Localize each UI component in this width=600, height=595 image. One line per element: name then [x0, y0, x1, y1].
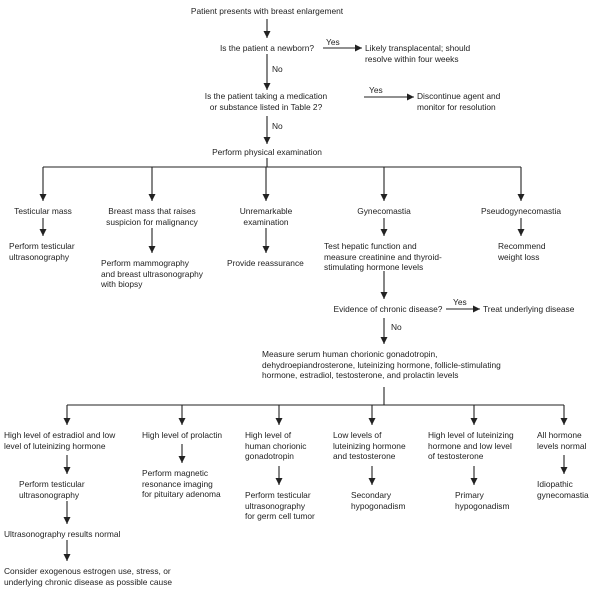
- next-mri-pituitary: Perform magnetic resonance imaging for p…: [142, 468, 221, 500]
- finding-gynecomastia: Gynecomastia: [357, 206, 411, 216]
- result-high-estradiol: High level of estradiol and low level of…: [4, 430, 116, 451]
- result-high-hcg: High level of human chorionic gonadotrop…: [245, 430, 307, 462]
- finding-pseudogynecomastia: Pseudogynecomastia: [480, 206, 562, 216]
- measure-serum-node: Measure serum human chorionic gonadotrop…: [262, 349, 501, 381]
- chronic-yes-label: Yes: [453, 297, 467, 307]
- chronic-disease-question: Evidence of chronic disease?: [333, 304, 443, 314]
- action-testicular-ultrasonography: Perform testicular ultrasonography: [9, 241, 75, 262]
- newborn-no-label: No: [272, 64, 283, 74]
- treat-underlying-node: Treat underlying disease: [483, 304, 575, 314]
- discontinue-node: Discontinue agent and monitor for resolu…: [417, 91, 501, 112]
- finding-unremarkable: Unremarkable examination: [239, 206, 293, 227]
- transplacental-node: Likely transplacental; should resolve wi…: [365, 43, 471, 64]
- action-hepatic-tests: Test hepatic function and measure creati…: [324, 241, 442, 273]
- action-weight-loss: Recommend weight loss: [498, 241, 546, 262]
- chronic-no-label: No: [391, 322, 402, 332]
- next-secondary-hypogonadism: Secondary hypogonadism: [351, 490, 406, 511]
- finding-testicular-mass: Testicular mass: [14, 206, 72, 216]
- result-high-prolactin: High level of prolactin: [142, 430, 223, 440]
- start-node: Patient presents with breast enlargement: [190, 6, 344, 16]
- consider-causes-node: Consider exogenous estrogen use, stress,…: [4, 566, 173, 587]
- result-low-lh-testosterone: Low levels of luteinizing hormone and te…: [333, 430, 406, 462]
- ultrasonography-normal-node: Ultrasonography results normal: [4, 529, 121, 539]
- next-testicular-ultrasonography: Perform testicular ultrasonography: [19, 479, 85, 500]
- result-all-normal: All hormone levels normal: [537, 430, 587, 451]
- newborn-yes-label: Yes: [326, 37, 340, 47]
- medication-question: Is the patient taking a medication or su…: [204, 91, 328, 112]
- finding-breast-mass: Breast mass that raises suspicion for ma…: [106, 206, 198, 227]
- next-testicular-us-germ-cell: Perform testicular ultrasonography for g…: [245, 490, 315, 522]
- action-mammography: Perform mammography and breast ultrasono…: [101, 258, 203, 290]
- next-primary-hypogonadism: Primary hypogonadism: [455, 490, 510, 511]
- medication-yes-label: Yes: [369, 85, 383, 95]
- next-idiopathic-gynecomastia: Idiopathic gynecomastia: [537, 479, 589, 500]
- physical-exam-node: Perform physical examination: [212, 147, 322, 157]
- action-reassurance: Provide reassurance: [227, 258, 304, 268]
- medication-no-label: No: [272, 121, 283, 131]
- result-high-lh-low-testosterone: High level of luteinizing hormone and lo…: [428, 430, 514, 462]
- newborn-question: Is the patient a newborn?: [219, 43, 315, 53]
